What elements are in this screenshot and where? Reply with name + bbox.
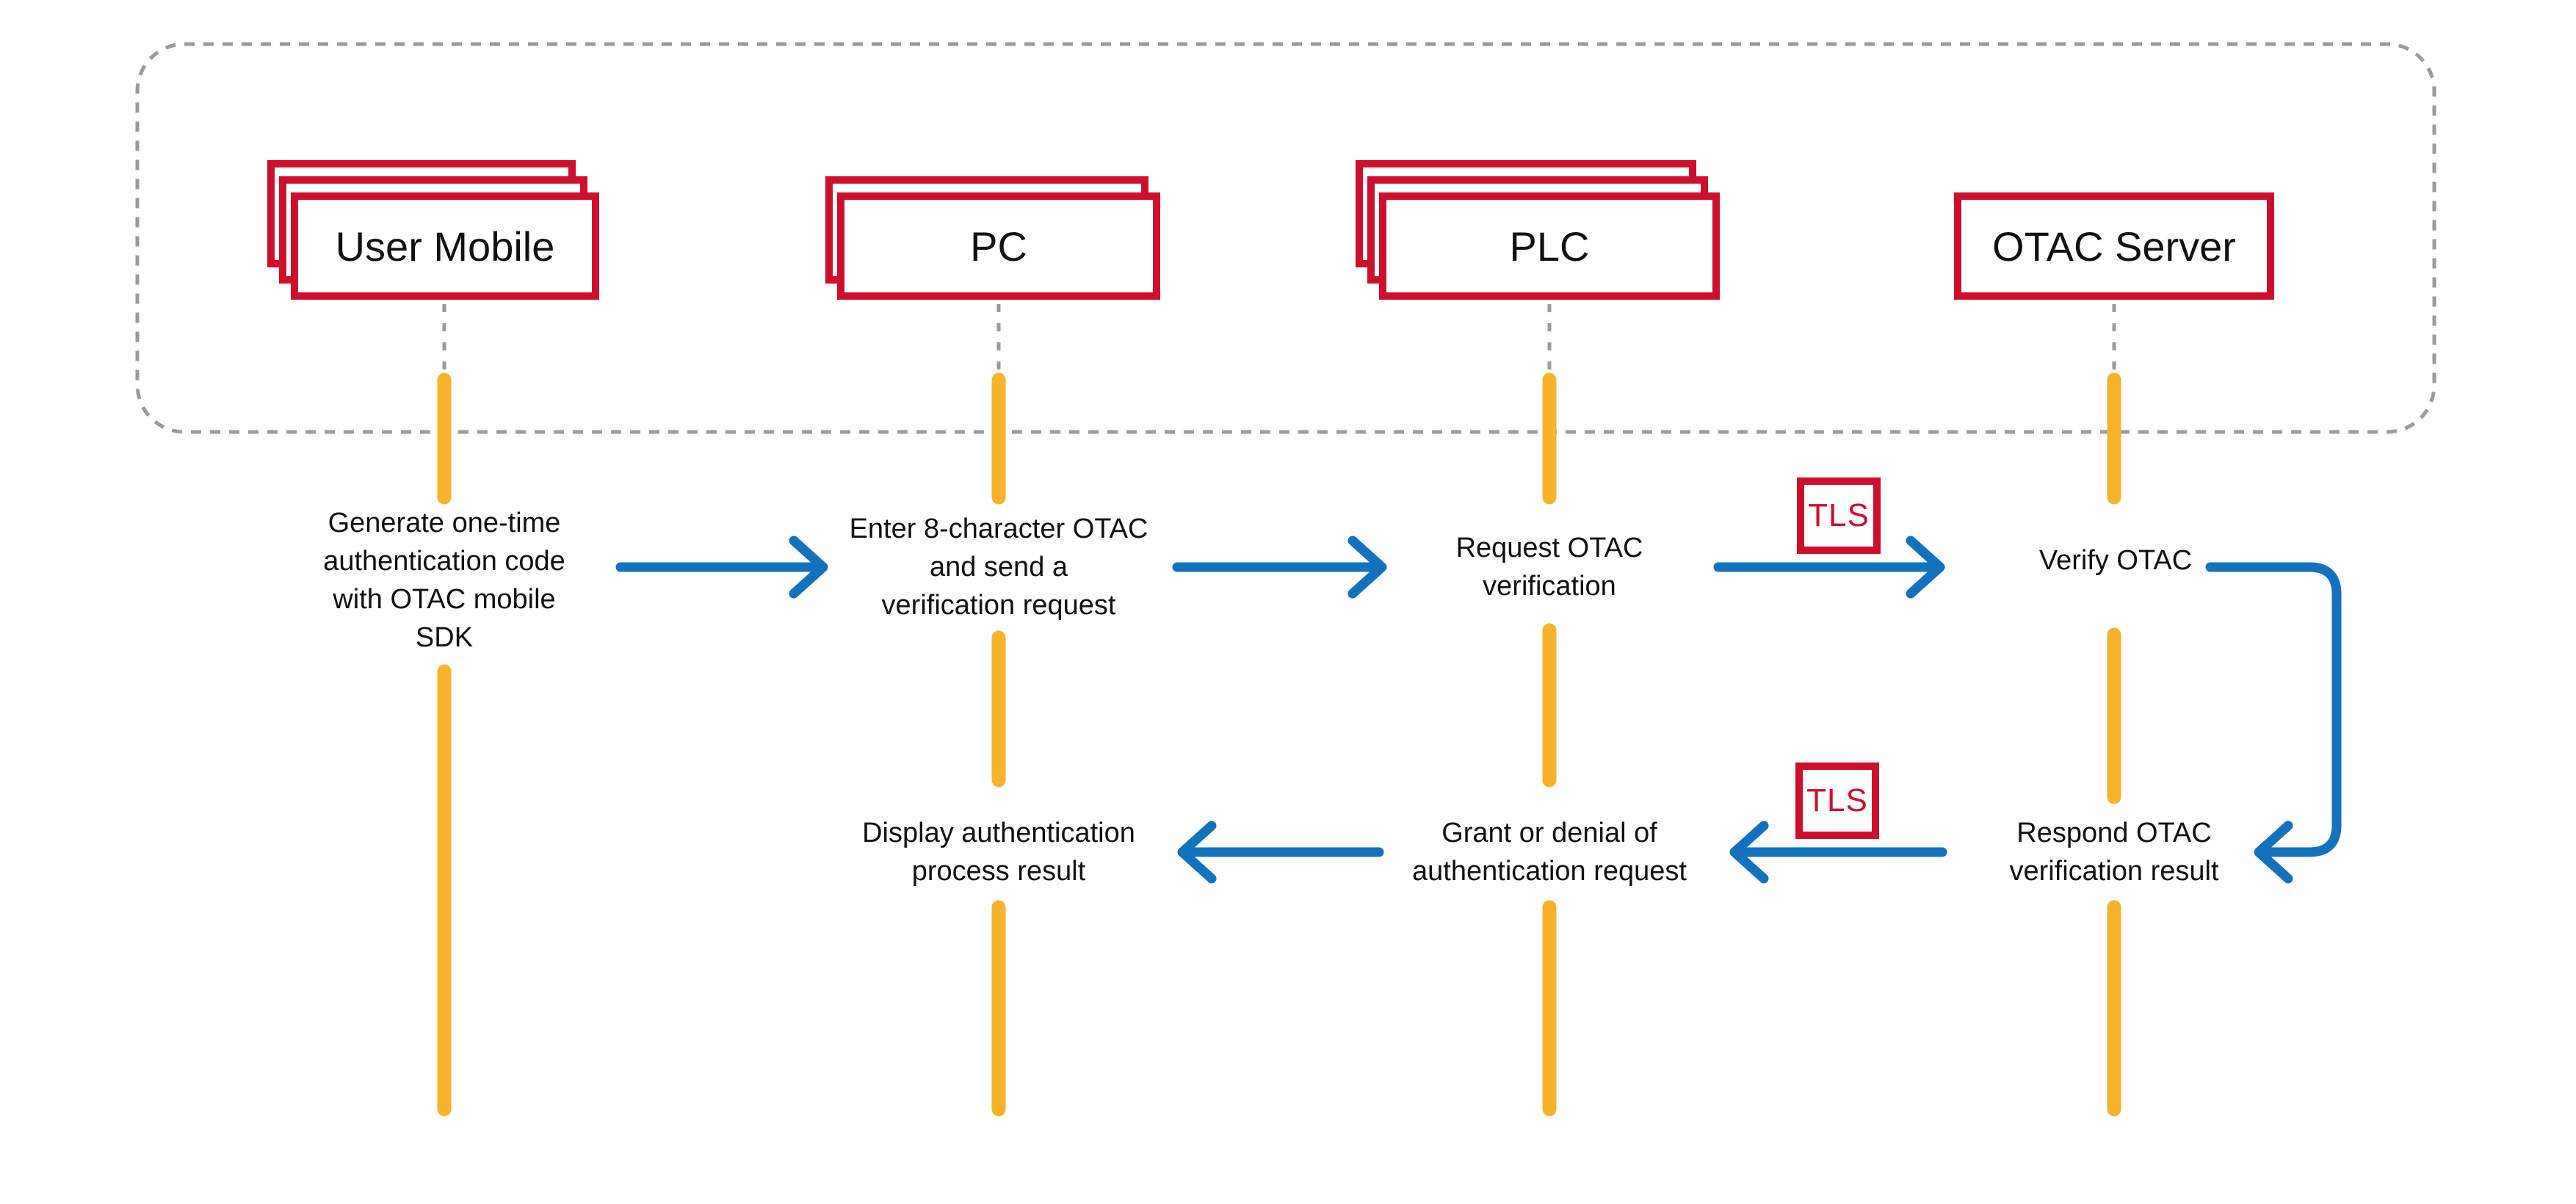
message-enter-otac: Enter 8-character OTAC and send a verifi… bbox=[849, 513, 1148, 621]
actor-label-pc: PC bbox=[970, 223, 1027, 270]
actor-stack-front: PLC bbox=[1379, 192, 1720, 300]
arrow-generate-to-pc bbox=[615, 536, 828, 599]
tls-label: TLS bbox=[1806, 782, 1868, 818]
actor-stack-front: PC bbox=[837, 192, 1160, 300]
arrow-server-to-plc-tls bbox=[1729, 821, 1947, 884]
tls-badge-respond: TLS bbox=[1795, 763, 1879, 839]
actor-label-plc: PLC bbox=[1509, 223, 1590, 270]
tls-badge-request: TLS bbox=[1797, 477, 1881, 554]
message-request-verification: Request OTAC verification bbox=[1455, 533, 1643, 602]
arrow-verify-self-loop bbox=[2205, 562, 2342, 884]
actor-label-otac-server: OTAC Server bbox=[1992, 223, 2236, 270]
message-respond-result: Respond OTAC verification result bbox=[2009, 818, 2219, 887]
trusted-zone-boundary bbox=[135, 42, 2436, 434]
message-verify-otac: Verify OTAC bbox=[2038, 545, 2193, 576]
arrow-pc-to-plc bbox=[1172, 536, 1387, 599]
arrow-plc-to-server-tls bbox=[1713, 536, 1945, 599]
message-generate-otac: Generate one-time authentication code wi… bbox=[323, 508, 565, 653]
actor-label-user-mobile: User Mobile bbox=[335, 223, 555, 270]
actor-stack-front: OTAC Server bbox=[1954, 192, 2274, 300]
message-grant-or-deny: Grant or denial of authentication reques… bbox=[1412, 818, 1687, 887]
tls-label: TLS bbox=[1808, 497, 1870, 533]
actor-stack-front: User Mobile bbox=[291, 192, 599, 300]
message-display-result: Display authentication process result bbox=[862, 818, 1135, 887]
arrow-plc-to-pc bbox=[1177, 821, 1384, 884]
